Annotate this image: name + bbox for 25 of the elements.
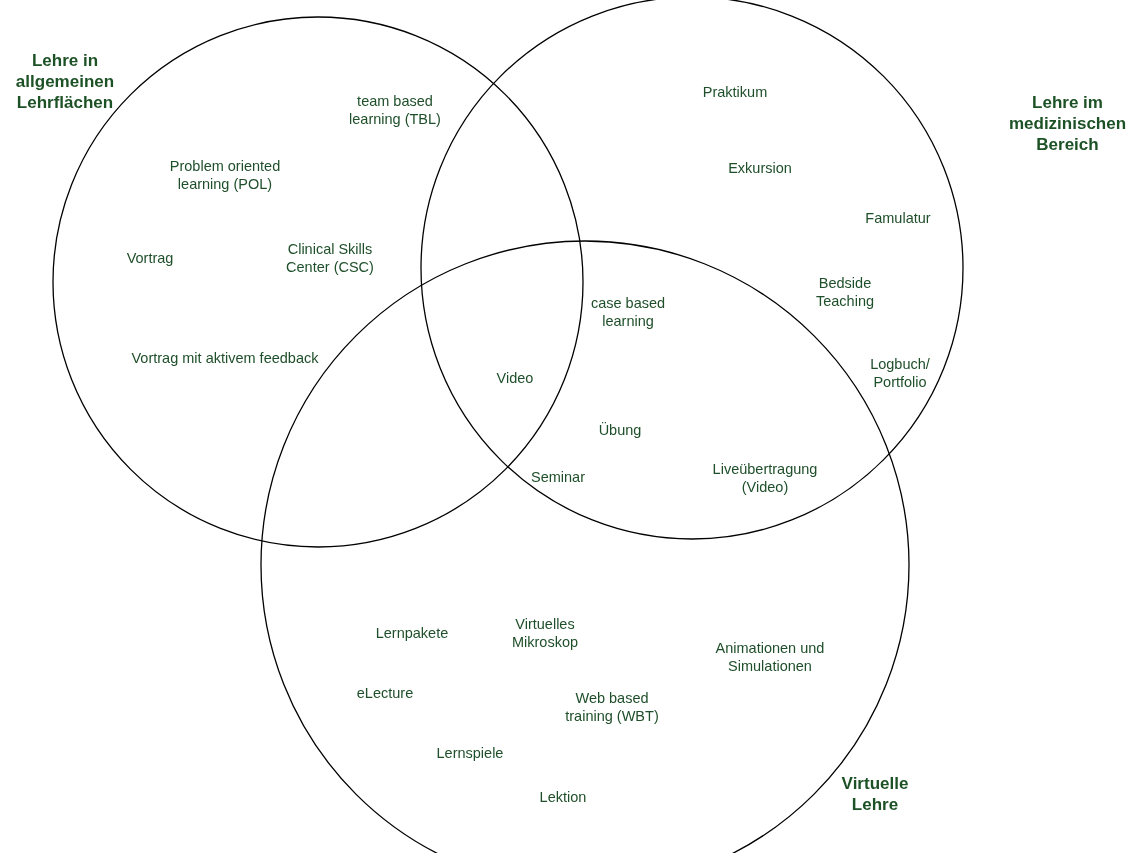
item-label: Video (495, 369, 535, 387)
item-label: Lernspiele (435, 744, 505, 762)
set-heading: Lehre in allgemeinen Lehrflächen (14, 50, 116, 113)
item-label: case based learning (589, 294, 667, 330)
item-label: Vortrag (125, 249, 175, 267)
item-label: Problem oriented learning (POL) (168, 157, 282, 193)
item-label: Liveübertragung (Video) (711, 460, 819, 496)
item-label: team based learning (TBL) (348, 92, 442, 128)
set-heading: Lehre im medizinischen Bereich (1007, 92, 1128, 155)
item-label: Animationen und Simulationen (714, 639, 826, 675)
item-label: Seminar (530, 468, 586, 486)
item-label: Exkursion (727, 159, 793, 177)
item-label: Lektion (538, 788, 588, 806)
item-label: Famulatur (864, 209, 932, 227)
item-label: Übung (597, 421, 643, 439)
set-heading: Virtuelle Lehre (840, 773, 910, 815)
item-label: Lernpakete (374, 624, 450, 642)
item-label: eLecture (355, 684, 415, 702)
item-label: Praktikum (701, 83, 769, 101)
item-label: Virtuelles Mikroskop (510, 615, 580, 651)
item-label: Logbuch/ Portfolio (869, 355, 931, 391)
item-label: Clinical Skills Center (CSC) (285, 240, 375, 276)
item-label: Web based training (WBT) (564, 689, 660, 725)
item-label: Vortrag mit aktivem feedback (130, 349, 320, 367)
item-label: Bedside Teaching (814, 274, 875, 310)
